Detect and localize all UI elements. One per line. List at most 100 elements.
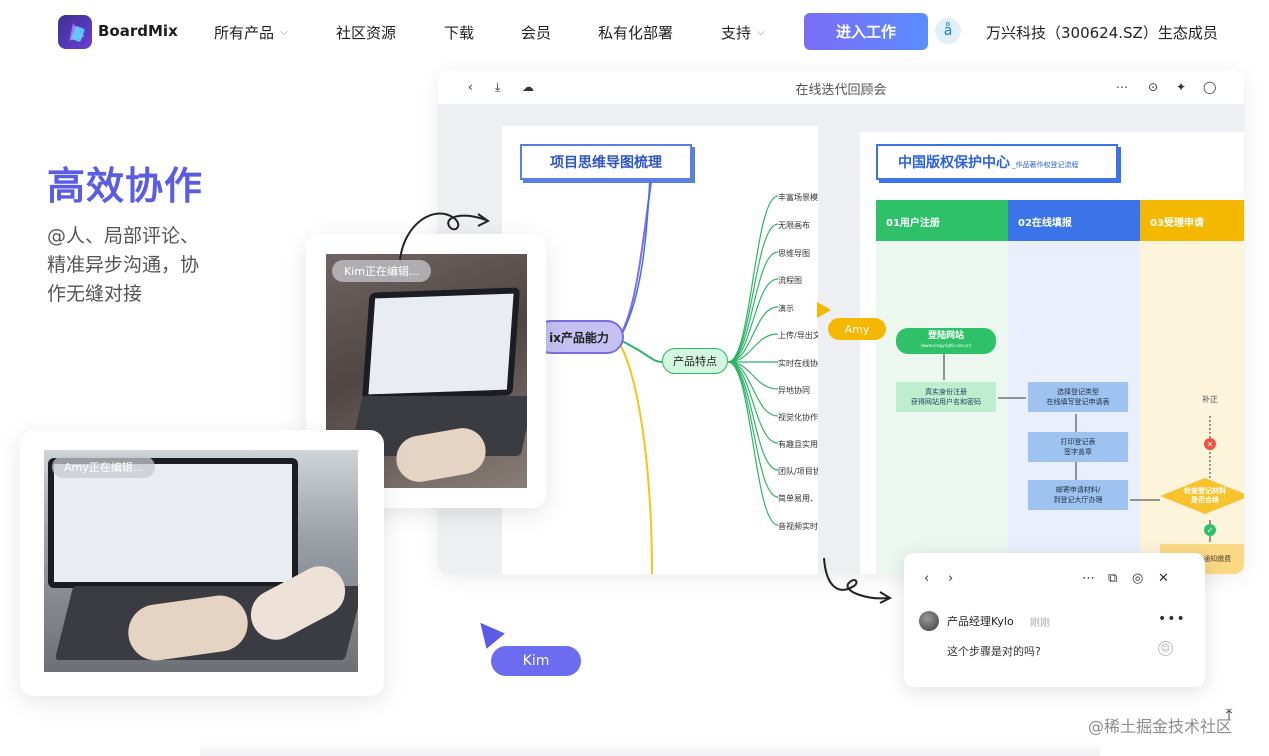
flow-node-print[interactable]: 打印登记表 签字盖章 (1028, 432, 1128, 462)
nav-item-private-deploy[interactable]: 私有化部署 (598, 22, 673, 43)
nav-item-label: 支持 (721, 24, 752, 42)
more-icon[interactable]: ⋯ (1082, 571, 1095, 586)
flow-node-line: 打印登记表 (1060, 438, 1096, 446)
kim-cursor-pointer-icon (471, 615, 505, 649)
hero-desc-line: 精准异步沟通，协 (47, 254, 200, 276)
nav-item-membership[interactable]: 会员 (521, 22, 551, 43)
kim-editing-status: Kim正在编辑... (332, 260, 432, 282)
chevron-down-icon: ⌵ (280, 27, 288, 38)
mindmap-leaf[interactable]: 实时在线协作 (778, 359, 818, 368)
lane-header-submit: 02在线填报 (1008, 200, 1140, 241)
flow-label-supplement: 补正 (1202, 395, 1218, 404)
amy-editing-card: Amy正在编辑... (20, 430, 384, 696)
cloud-icon[interactable]: ☁ (522, 80, 534, 94)
back-icon[interactable]: ‹ (468, 80, 473, 94)
mindmap-leaf[interactable]: 简单易用、 (778, 494, 818, 503)
nav-item-products[interactable]: 所有产品 ⌵ (214, 22, 288, 43)
flow-node-line: 到登记大厅办理 (1053, 496, 1103, 504)
flow-node-mail[interactable]: 邮寄申请材料/ 到登记大厅办理 (1028, 480, 1128, 510)
ecosystem-link[interactable]: 万兴科技（300624.SZ）生态成员 (986, 24, 1218, 42)
amy-cursor-pointer-icon (817, 302, 831, 318)
mindmap-leaf[interactable]: 思维导图 (778, 249, 810, 258)
timer-icon[interactable]: ⊙ (1148, 80, 1159, 94)
mindmap-leaf[interactable]: 视觉化协作 (778, 413, 818, 422)
lane-header-register: 01用户注册 (876, 200, 1008, 241)
section-divider (200, 742, 1100, 756)
comment-author: 产品经理Kylo (947, 615, 1014, 628)
comment-more-button[interactable]: ••• (1158, 611, 1186, 627)
comment-icon[interactable]: ◯ (1203, 80, 1217, 94)
curved-arrow-icon (823, 557, 893, 604)
nav-item-label: 私有化部署 (598, 24, 674, 42)
back-to-top-icon[interactable]: ⤒ (1225, 705, 1233, 724)
mindmap-leaf[interactable]: 无限画布 (778, 221, 810, 230)
top-nav: BoardMix 所有产品 ⌵ 社区资源 下载 会员 私有化部署 支持 ⌵ 进入… (0, 0, 1269, 64)
mindmap-leaf[interactable]: 音视频实时 (778, 522, 818, 531)
locate-icon[interactable]: ⧉ (1108, 571, 1118, 586)
flowchart-title[interactable]: 中国版权保护中心 _作品著作权登记流程 (876, 144, 1118, 180)
close-icon[interactable]: ✕ (1158, 571, 1169, 586)
comment-panel: ‹ › ⋯ ⧉ ◎ ✕ 产品经理Kylo 刚刚 ••• 这个步骤是对的吗? ☺ (904, 553, 1205, 687)
mindmap-leaf[interactable]: 团队/项目协作 (778, 467, 818, 476)
hero-desc-line: 作无缝对接 (47, 283, 143, 305)
nav-item-support[interactable]: 支持 ⌵ (721, 22, 765, 43)
mindmap-leaf[interactable]: 上传/导出文件 (778, 331, 818, 340)
laptop-screen (48, 458, 298, 588)
flow-node-line: 在线填写登记申请表 (1046, 398, 1110, 406)
lane-header-accept: 03受理申请 (1140, 200, 1244, 241)
amy-cursor-tag: Amy (828, 318, 886, 340)
mindmap-title[interactable]: 项目思维导图梳理 (520, 144, 692, 180)
amy-editing-status: Amy正在编辑... (52, 456, 156, 478)
next-comment-icon[interactable]: › (948, 571, 954, 586)
watermark-text: @稀土掘金技术社区 (1088, 717, 1233, 736)
flowchart-canvas[interactable]: 中国版权保护中心 _作品著作权登记流程 01用户注册 02在线填报 03受理申请… (860, 132, 1244, 574)
mindmap-root-node[interactable]: ix产品能力 (534, 320, 624, 354)
flow-node-line: 获得网站用户名和密码 (911, 398, 981, 406)
flow-node-url: (www.ccopyright.com.cn) (920, 343, 972, 348)
flow-node-line: 邮寄申请材料/ (1055, 486, 1101, 494)
comment-time: 刚刚 (1030, 618, 1050, 629)
nav-item-label: 会员 (521, 24, 552, 42)
download-icon[interactable]: ⤓ (495, 80, 501, 94)
amy-photo: Amy正在编辑... (44, 450, 358, 672)
mindmap-leaf[interactable]: 演示 (778, 304, 794, 313)
mindmap-leaf[interactable]: 流程图 (778, 276, 802, 285)
nav-item-community[interactable]: 社区资源 (336, 22, 396, 43)
reject-icon: ✕ (1204, 438, 1216, 450)
chevron-down-icon: ⌵ (757, 27, 765, 38)
nav-item-label: 社区资源 (336, 24, 397, 42)
mindmap-feature-node[interactable]: 产品特点 (662, 348, 728, 374)
user-avatar[interactable]: å (935, 18, 961, 44)
flow-node-line: 选择登记类型 (1057, 388, 1099, 396)
nav-item-label: 下载 (444, 24, 475, 42)
mindmap-connectors (619, 175, 779, 574)
flow-node-line: 真实身份注册 (925, 388, 967, 396)
logo-text[interactable]: BoardMix (98, 22, 178, 40)
prev-comment-icon[interactable]: ‹ (924, 571, 930, 586)
flow-node-line: 是否合格 (1191, 496, 1219, 504)
celebrate-icon[interactable]: ✦ (1176, 80, 1187, 94)
flow-node-login[interactable]: 登陆网站 (www.ccopyright.com.cn) (896, 328, 996, 354)
resolve-icon[interactable]: ◎ (1132, 571, 1144, 586)
hero-description: @人、局部评论、 精准异步沟通，协 作无缝对接 (47, 222, 237, 309)
emoji-reaction-icon[interactable]: ☺ (1158, 641, 1173, 656)
approve-icon: ✓ (1204, 524, 1216, 536)
nav-item-download[interactable]: 下载 (444, 22, 474, 43)
mindmap-canvas[interactable]: 项目思维导图梳理 ix产品能力 产品特点 丰富场景模板 无限画布 思维导图 流程… (502, 126, 818, 574)
flow-node-register[interactable]: 真实身份注册 获得网站用户名和密码 (896, 382, 996, 412)
hero-desc-line: @人、局部评论、 (47, 225, 200, 247)
flow-node-choose-type[interactable]: 选择登记类型 在线填写登记申请表 (1028, 382, 1128, 412)
flow-node-label: 登陆网站 (927, 331, 964, 341)
kim-cursor-tag: Kim (491, 646, 581, 676)
board-title: 在线迭代回顾会 (795, 83, 887, 98)
flowchart-title-sub: _作品著作权登记流程 (1012, 161, 1079, 169)
laptop-screen (361, 287, 521, 401)
boardmix-logo-icon[interactable] (58, 15, 92, 49)
lane-body (1140, 241, 1244, 574)
more-icon[interactable]: ⋯ (1116, 80, 1128, 94)
enter-workspace-button[interactable]: 进入工作 (804, 13, 928, 50)
mindmap-leaf[interactable]: 有趣且实用 (778, 440, 818, 449)
mindmap-leaf[interactable]: 丰富场景模板 (778, 193, 818, 202)
mindmap-leaf[interactable]: 异地协同 (778, 386, 810, 395)
flow-node-line: 签字盖章 (1064, 448, 1092, 456)
